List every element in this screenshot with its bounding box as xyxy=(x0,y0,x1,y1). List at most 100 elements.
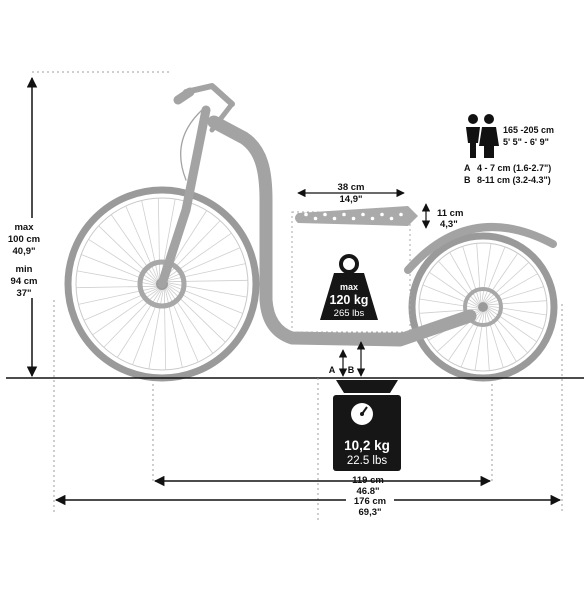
deck-hole xyxy=(304,212,308,217)
people-icon xyxy=(466,114,499,158)
scooter-weight-kg: 10,2 kg xyxy=(344,438,390,453)
spoke xyxy=(482,246,506,303)
spoke xyxy=(141,200,160,280)
spoke xyxy=(103,289,160,348)
spoke xyxy=(449,252,480,305)
scooter-weight-lbs: 22.5 lbs xyxy=(347,455,388,467)
scale-icon xyxy=(351,403,373,425)
clearance-b-key: B xyxy=(464,175,471,185)
max-load: max 120 kg 265 lbs xyxy=(320,254,378,320)
scooter-illustration xyxy=(64,83,558,382)
spoke xyxy=(484,311,490,371)
clearance-legend: A 4 - 7 cm (1.6-2.7") B 8-11 cm (3.2-4.3… xyxy=(464,163,551,185)
spoke xyxy=(474,311,485,371)
spoke xyxy=(167,286,226,343)
spoke xyxy=(167,284,236,330)
spoke xyxy=(476,243,482,303)
spoke xyxy=(78,286,158,305)
deck-guide xyxy=(291,211,411,333)
spoke xyxy=(486,286,544,305)
total-length-dimension: 176 cm 69,3" xyxy=(54,494,562,518)
deck-hole xyxy=(370,216,375,221)
total-length-cm: 176 cm xyxy=(354,496,386,507)
deck-hole xyxy=(380,212,384,217)
deck-hole xyxy=(313,216,318,221)
height-min-cm: 94 cm xyxy=(11,276,38,287)
spoke xyxy=(164,288,183,368)
spoke xyxy=(163,289,167,370)
spoke xyxy=(76,270,157,286)
clearance-arrows: A B xyxy=(329,341,366,377)
spoke xyxy=(166,263,246,282)
deck-plate xyxy=(295,206,418,226)
spoke xyxy=(125,205,159,280)
spoke xyxy=(487,300,547,306)
clearance-b-value: 8-11 cm (3.2-4.3") xyxy=(477,175,551,185)
stem xyxy=(209,101,235,133)
deck-hole xyxy=(351,216,356,221)
spoke xyxy=(81,254,157,285)
deck-hole xyxy=(399,212,403,217)
spoke xyxy=(157,198,161,279)
spoke xyxy=(487,308,528,354)
deck-hole xyxy=(389,216,394,221)
spoke xyxy=(422,284,479,308)
spoke xyxy=(110,214,158,281)
spoke xyxy=(98,225,157,282)
spoke xyxy=(165,288,199,363)
brake-cable xyxy=(180,109,203,181)
spoke xyxy=(160,198,176,279)
rider-height-ft: 5' 5" - 6' 9" xyxy=(503,137,549,147)
height-min-in: 37" xyxy=(16,288,31,299)
spoke xyxy=(481,243,492,303)
height-max-in: 40,9" xyxy=(13,246,36,257)
marker-a: A xyxy=(329,365,336,375)
spoke xyxy=(429,271,479,307)
rear-fender xyxy=(404,223,557,274)
height-min-label: min xyxy=(16,264,33,275)
wheelbase-dimension: 119 cm 46,8" xyxy=(153,475,492,497)
rider-height-cm: 165 -205 cm xyxy=(503,125,554,135)
clearance-a-key: A xyxy=(464,163,471,173)
wheelbase-cm: 119 cm xyxy=(352,475,384,486)
spoke xyxy=(83,287,158,321)
weight-icon xyxy=(320,254,378,320)
scale-body xyxy=(333,395,401,471)
deck-length-cm: 38 cm xyxy=(338,182,365,193)
height-dimension: max 100 cm 40,9" min 94 cm 37" xyxy=(4,76,46,378)
spoke xyxy=(167,283,243,314)
spoke xyxy=(460,311,484,368)
clearance-a-value: 4 - 7 cm (1.6-2.7") xyxy=(477,163,551,173)
spoke xyxy=(166,247,241,281)
spoke xyxy=(487,305,547,316)
spoke xyxy=(164,220,221,279)
front-brake-disc xyxy=(137,259,187,309)
spoke xyxy=(167,279,248,283)
rider-height: 165 -205 cm 5' 5" - 6' 9" xyxy=(466,114,554,158)
marker-b: B xyxy=(348,365,355,375)
spoke xyxy=(88,238,157,284)
max-load-lbs: 265 lbs xyxy=(334,308,365,319)
rear-wheel xyxy=(404,223,558,382)
spoke xyxy=(132,289,163,365)
deck-hole xyxy=(332,216,337,221)
spoke xyxy=(76,285,157,289)
deck-dimensions: 38 cm 14,9" 11 cm 4,3" xyxy=(295,182,463,230)
spoke xyxy=(462,246,481,304)
spoke xyxy=(447,311,483,361)
scooter-weight: 10,2 kg 22.5 lbs xyxy=(333,380,401,471)
spoke xyxy=(165,232,232,280)
handlebar xyxy=(183,83,235,107)
total-length-in: 69,3" xyxy=(359,507,382,518)
spoke xyxy=(148,289,164,370)
grip xyxy=(173,87,195,105)
spoke xyxy=(483,253,519,303)
guide-lines xyxy=(32,71,563,520)
spoke xyxy=(485,310,504,368)
height-max-cm: 100 cm xyxy=(8,234,40,245)
spoke xyxy=(92,288,159,336)
deck-hole xyxy=(323,212,327,217)
deck-length-in: 14,9" xyxy=(340,194,363,205)
